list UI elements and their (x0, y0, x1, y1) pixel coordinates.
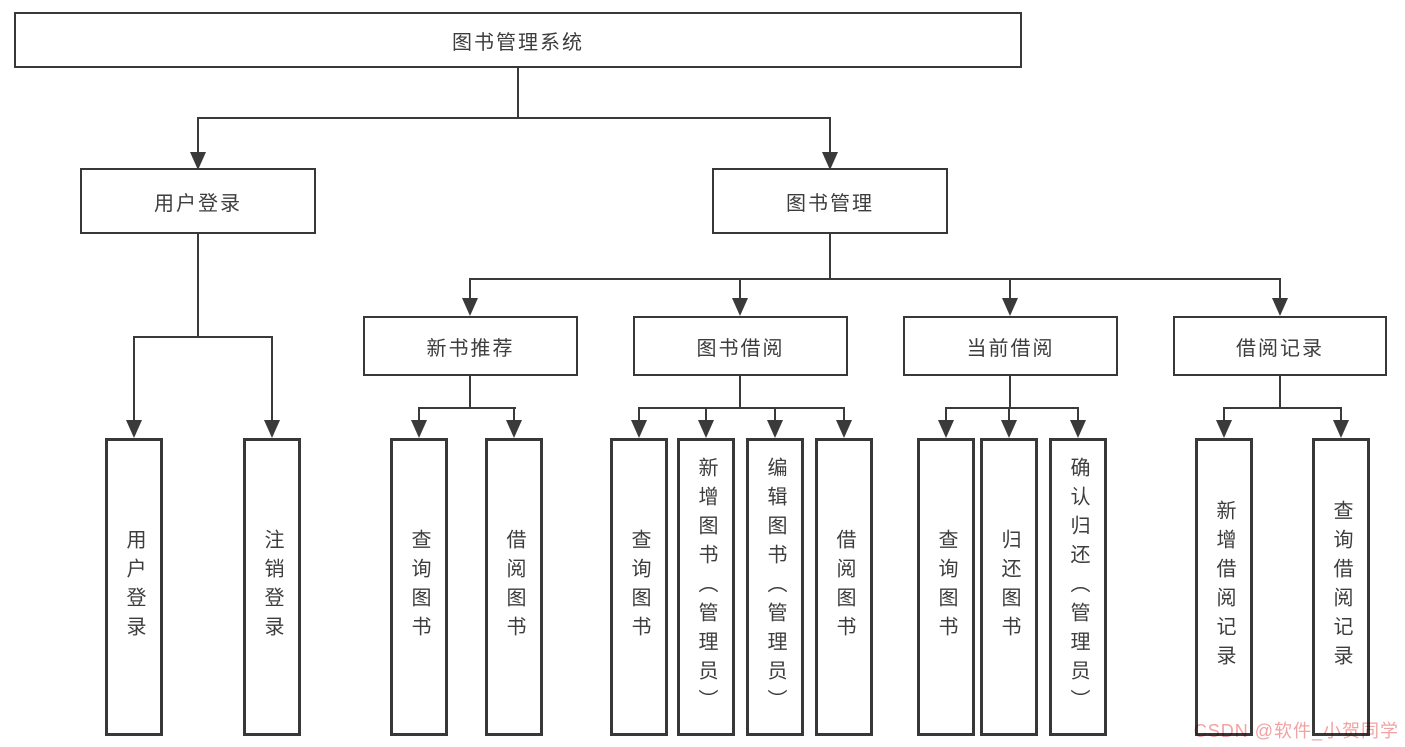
arrow-down-icon (1001, 420, 1017, 438)
leaf-nb-borrow-book: 借阅图书 (485, 438, 543, 736)
connector-line (418, 407, 420, 422)
connector-line (469, 278, 1281, 280)
connector-line (418, 407, 516, 409)
arrow-down-icon (264, 420, 280, 438)
leaf-label: 注销登录 (261, 529, 283, 645)
arrow-down-icon (1002, 298, 1018, 316)
arrow-down-icon (732, 298, 748, 316)
leaf-user-login: 用户登录 (105, 438, 163, 736)
arrow-down-icon (462, 298, 478, 316)
connector-line (1279, 278, 1281, 300)
connector-line (1340, 407, 1342, 422)
leaf-label: 借阅图书 (833, 529, 855, 645)
arrow-down-icon (190, 152, 206, 170)
node-book-management: 图书管理 (712, 168, 948, 234)
connector-line (1077, 407, 1079, 422)
connector-line (133, 336, 135, 422)
connector-line (197, 117, 831, 119)
node-label: 用户登录 (154, 192, 242, 215)
leaf-label: 查询图书 (628, 529, 650, 645)
arrow-down-icon (1272, 298, 1288, 316)
connector-line (705, 407, 707, 422)
node-current-borrow: 当前借阅 (903, 316, 1118, 376)
leaf-label: 新增图书（管理员） (695, 456, 717, 718)
leaf-bb-borrow-book: 借阅图书 (815, 438, 873, 736)
arrow-down-icon (506, 420, 522, 438)
connector-line (774, 407, 776, 422)
leaf-label: 借阅图书 (503, 529, 525, 645)
connector-line (638, 407, 640, 422)
connector-line (1009, 278, 1011, 300)
csdn-watermark: CSDN @软件_小贺同学 (1193, 721, 1399, 741)
connector-line (517, 68, 519, 119)
leaf-cb-confirm-return: 确认归还（管理员） (1049, 438, 1107, 736)
leaf-logout: 注销登录 (243, 438, 301, 736)
leaf-cb-query-book: 查询图书 (917, 438, 975, 736)
connector-line (1223, 407, 1342, 409)
leaf-label: 查询图书 (935, 529, 957, 645)
node-book-borrow: 图书借阅 (633, 316, 848, 376)
connector-line (739, 278, 741, 300)
connector-line (829, 234, 831, 280)
leaf-br-add-record: 新增借阅记录 (1195, 438, 1253, 736)
arrow-down-icon (767, 420, 783, 438)
connector-line (945, 407, 1079, 409)
arrow-down-icon (1333, 420, 1349, 438)
leaf-nb-query-book: 查询图书 (390, 438, 448, 736)
arrow-down-icon (411, 420, 427, 438)
connector-line (1008, 407, 1010, 422)
arrow-down-icon (822, 152, 838, 170)
connector-line (1009, 376, 1011, 409)
connector-line (197, 234, 199, 338)
leaf-bb-query-book: 查询图书 (610, 438, 668, 736)
connector-line (945, 407, 947, 422)
node-borrow-record: 借阅记录 (1173, 316, 1387, 376)
arrow-down-icon (1216, 420, 1232, 438)
connector-line (469, 278, 471, 300)
connector-line (271, 336, 273, 422)
connector-line (197, 117, 199, 154)
connector-line (829, 117, 831, 154)
node-label: 图书借阅 (696, 337, 785, 360)
leaf-br-query-record: 查询借阅记录 (1312, 438, 1370, 736)
leaf-bb-add-book: 新增图书（管理员） (677, 438, 735, 736)
node-label: 图书管理系统 (452, 31, 584, 54)
node-label: 借阅记录 (1236, 337, 1324, 360)
leaf-bb-edit-book: 编辑图书（管理员） (746, 438, 804, 736)
connector-line (1223, 407, 1225, 422)
connector-line (843, 407, 845, 422)
connector-line (1279, 376, 1281, 409)
connector-line (133, 336, 273, 338)
node-book-management-system: 图书管理系统 (14, 12, 1022, 68)
node-label: 当前借阅 (966, 337, 1055, 360)
node-label: 图书管理 (786, 192, 874, 215)
connector-line (513, 407, 515, 422)
leaf-label: 编辑图书（管理员） (764, 456, 786, 718)
arrow-down-icon (1070, 420, 1086, 438)
leaf-label: 归还图书 (998, 529, 1020, 645)
leaf-cb-return-book: 归还图书 (980, 438, 1038, 736)
arrow-down-icon (631, 420, 647, 438)
node-label: 新书推荐 (426, 337, 515, 360)
node-user-login: 用户登录 (80, 168, 316, 234)
leaf-label: 查询图书 (408, 529, 430, 645)
leaf-label: 新增借阅记录 (1213, 500, 1235, 674)
node-new-book-recommend: 新书推荐 (363, 316, 578, 376)
leaf-label: 查询借阅记录 (1330, 500, 1352, 674)
arrow-down-icon (836, 420, 852, 438)
leaf-label: 确认归还（管理员） (1067, 456, 1089, 718)
arrow-down-icon (698, 420, 714, 438)
arrow-down-icon (126, 420, 142, 438)
connector-line (739, 376, 741, 409)
connector-line (638, 407, 845, 409)
connector-line (469, 376, 471, 409)
leaf-label: 用户登录 (123, 529, 145, 645)
arrow-down-icon (938, 420, 954, 438)
